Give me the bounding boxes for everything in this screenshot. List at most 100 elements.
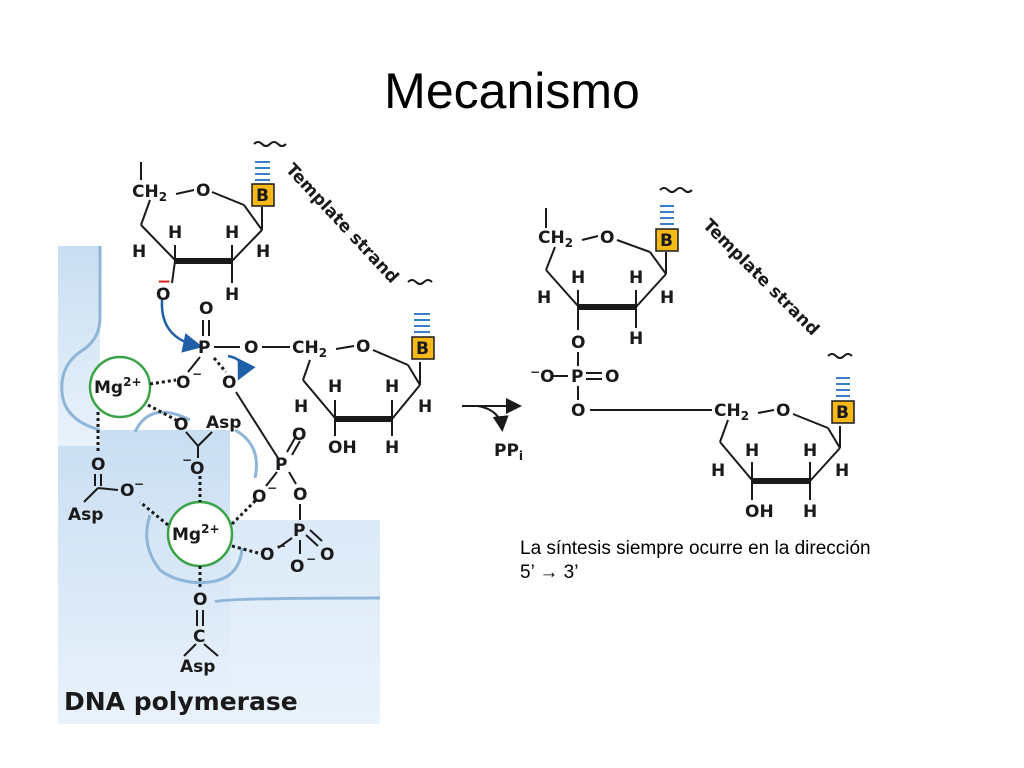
svg-text:H: H [835, 461, 849, 481]
pyrophosphate: P O O − O P O O − O − [235, 391, 334, 577]
svg-text:H: H [803, 441, 817, 461]
leaving-arrow [227, 354, 256, 381]
svg-text:O: O [193, 590, 207, 610]
svg-text:−: − [192, 367, 202, 381]
caption-line-2: 5’ → 3’ [520, 562, 579, 583]
svg-text:−: − [267, 481, 277, 495]
pocket-outline-5 [234, 428, 258, 479]
svg-text:O: O [571, 333, 585, 353]
svg-text:Mg2+: Mg2+ [94, 375, 142, 398]
reaction-arrow: PPi [462, 398, 523, 463]
svg-text:Mg2+: Mg2+ [172, 522, 220, 545]
svg-text:−: − [157, 272, 171, 292]
svg-text:O: O [600, 228, 614, 248]
svg-text:B: B [416, 339, 429, 359]
svg-text:H: H [385, 377, 399, 397]
ch2-label: CH2 [292, 338, 327, 360]
asp-residue-top: O Asp O − [174, 413, 241, 479]
svg-text:O: O [176, 373, 190, 393]
svg-text:O: O [776, 401, 790, 421]
alpha-phosphate: O P O CH2 O − O [176, 299, 327, 393]
svg-text:H: H [803, 502, 817, 522]
svg-text:P: P [571, 367, 583, 387]
base-box [411, 336, 435, 360]
svg-text:O: O [174, 415, 188, 435]
svg-text:CH2: CH2 [538, 228, 573, 250]
template-strand-label: Template strand [281, 160, 402, 288]
svg-text:H: H [225, 223, 239, 243]
template-strand-label-right: Template strand [698, 215, 822, 339]
svg-text:C: C [193, 627, 205, 647]
svg-text:Asp: Asp [180, 657, 215, 677]
svg-text:B: B [836, 403, 849, 423]
svg-text:O: O [293, 485, 307, 505]
svg-text:H: H [168, 223, 182, 243]
left-template-strand: Template strand [253, 141, 433, 288]
svg-text:H: H [629, 329, 643, 349]
svg-text:H: H [256, 242, 270, 262]
byproduct-label: PPi [494, 441, 523, 463]
pocket-outline-1 [60, 246, 102, 432]
pocket-outline-4 [214, 596, 381, 604]
svg-text:OH: OH [328, 438, 357, 458]
svg-text:H: H [385, 438, 399, 458]
svg-text:−: − [134, 477, 144, 491]
phosphodiester-bond: O −O P O O [530, 333, 712, 421]
asp-residue-left: O O − Asp [68, 455, 144, 525]
svg-text:H: H [629, 268, 643, 288]
enzyme-label: DNA polymerase [64, 687, 298, 716]
svg-text:Asp: Asp [68, 505, 103, 525]
svg-text:H: H [418, 397, 432, 417]
base-box [655, 228, 679, 252]
enzyme-panel: DNA polymerase [58, 246, 381, 724]
svg-text:H: H [328, 377, 342, 397]
svg-text:H: H [571, 268, 585, 288]
svg-text:B: B [256, 186, 269, 206]
svg-text:H: H [225, 285, 239, 305]
slide-title: Mecanismo [384, 63, 640, 119]
caption: La síntesis siempre ocurre en la direcci… [520, 537, 871, 585]
svg-text:P: P [275, 455, 287, 475]
svg-text:O: O [290, 557, 304, 577]
svg-text:H: H [537, 288, 551, 308]
svg-text:O: O [356, 337, 370, 357]
svg-text:O: O [156, 285, 170, 305]
svg-text:O: O [605, 367, 619, 387]
base-box [251, 183, 275, 207]
svg-text:O: O [292, 425, 306, 445]
mg-ion-1: Mg2+ [88, 355, 177, 452]
svg-text:O: O [196, 181, 210, 201]
pocket-outline-2 [133, 410, 191, 433]
right-bottom-nucleotide: CH2 O H H H H OH H B [711, 353, 855, 522]
svg-text:O: O [252, 487, 266, 507]
base-box [831, 400, 855, 424]
svg-text:P: P [293, 521, 305, 541]
svg-text:B: B [660, 231, 673, 251]
ch2-label: CH2 [132, 182, 167, 204]
svg-text:H: H [294, 397, 308, 417]
svg-text:O: O [120, 481, 134, 501]
mg-ion-2: Mg2+ [139, 476, 259, 588]
svg-text:O: O [91, 455, 105, 475]
svg-text:O: O [190, 459, 204, 479]
svg-text:−: − [182, 453, 192, 467]
svg-text:OH: OH [745, 502, 774, 522]
right-top-nucleotide: CH2 O H H H H H B [537, 187, 693, 349]
svg-text:H: H [745, 441, 759, 461]
caption-line-1: La síntesis siempre ocurre en la direcci… [520, 538, 871, 559]
left-top-nucleotide: CH2 O H H H H H O − B [132, 161, 275, 305]
svg-text:H: H [660, 288, 674, 308]
svg-text:Asp: Asp [206, 413, 241, 433]
svg-text:−: − [276, 539, 286, 553]
svg-text:H: H [132, 242, 146, 262]
asp-residue-bottom: O C Asp [180, 590, 219, 677]
incoming-nucleotide: O H H H H OH H B [294, 313, 435, 458]
svg-text:−O: −O [530, 365, 555, 387]
svg-text:P: P [198, 338, 210, 358]
svg-text:O: O [571, 401, 585, 421]
svg-text:O: O [244, 338, 258, 358]
svg-text:O: O [320, 545, 334, 565]
attack-arrow [160, 299, 203, 353]
svg-text:O: O [260, 545, 274, 565]
